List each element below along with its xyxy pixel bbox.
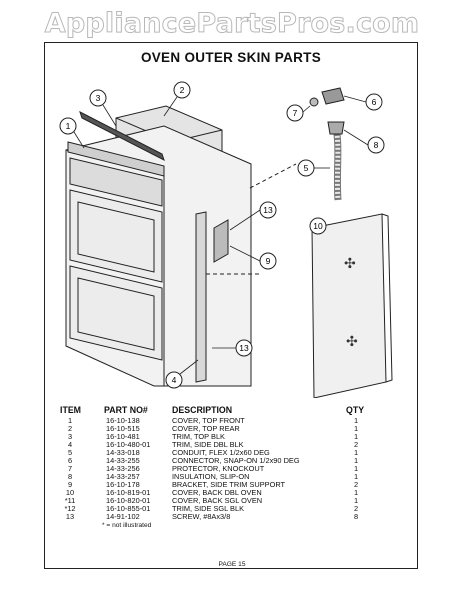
svg-text:✣: ✣	[346, 333, 358, 349]
cell-desc: SCREW, #8Ax3/8	[172, 512, 231, 521]
cell-item: 9	[67, 480, 73, 489]
callout-label: 2	[180, 85, 185, 95]
cell-qty: 1	[354, 448, 359, 457]
cell-desc: INSULATION, SLIP-ON	[172, 472, 250, 481]
callout-4	[165, 371, 183, 389]
cell-part: 14-33-255	[106, 456, 140, 465]
cell-part: 16-10-855-01	[106, 504, 151, 513]
callout-2	[173, 81, 191, 99]
cell-desc: TRIM, SIDE SGL BLK	[172, 504, 245, 513]
cell-part: 16-10-820-01	[106, 496, 151, 505]
cell-item: *11	[64, 496, 76, 505]
exploded-parts-diagram: ✣ ✣ 1 2 3 4 5 6 7 8 9	[59, 81, 393, 398]
callout-label: 4	[172, 375, 177, 385]
cell-part: 16-10-178	[106, 480, 140, 489]
header-qty: QTY	[346, 405, 365, 415]
svg-text:✣: ✣	[344, 255, 356, 271]
callout-label: 13	[263, 205, 273, 215]
cell-item: 5	[67, 448, 73, 457]
callout-label: 5	[304, 163, 309, 173]
cell-part: 14-33-257	[106, 472, 140, 481]
cell-desc: COVER, BACK SGL OVEN	[172, 496, 263, 505]
header-part: PART NO#	[104, 405, 148, 415]
page-title: OVEN OUTER SKIN PARTS	[140, 50, 322, 65]
cell-qty: 1	[354, 488, 359, 497]
cell-qty: 2	[354, 504, 359, 513]
callout-label: 7	[293, 108, 298, 118]
cell-desc: COVER, TOP REAR	[172, 424, 240, 433]
cell-qty: 1	[354, 464, 359, 473]
cell-item: 2	[67, 424, 73, 433]
cell-item: 8	[67, 472, 73, 481]
cell-part: 14-33-256	[106, 464, 140, 473]
cell-qty: 1	[354, 496, 359, 505]
callout-7	[286, 104, 304, 122]
callout-10	[309, 217, 327, 235]
cell-part: 16-10-481	[106, 432, 140, 441]
cell-desc: BRACKET, SIDE TRIM SUPPORT	[172, 480, 286, 489]
cell-part: 16-10-138	[106, 416, 140, 425]
cell-desc: PROTECTOR, KNOCKOUT	[172, 464, 265, 473]
header-desc: DESCRIPTION	[172, 405, 233, 415]
callout-label: 9	[266, 256, 271, 266]
cell-desc: TRIM, TOP BLK	[172, 432, 225, 441]
cell-item: 13	[65, 512, 75, 521]
watermark-logo: AppliancePartsPros.com	[44, 8, 420, 40]
page-number: PAGE 15	[218, 561, 246, 568]
footnote: * = not illustrated	[102, 522, 152, 529]
cell-qty: 8	[354, 512, 359, 521]
callout-1	[59, 117, 77, 135]
header-item: ITEM	[60, 405, 82, 415]
cell-item: 6	[67, 456, 73, 465]
cell-item: 10	[65, 488, 75, 497]
cell-part: 16-10-480-01	[106, 440, 151, 449]
cell-item: 3	[67, 432, 73, 441]
callout-label: 13	[239, 343, 249, 353]
cell-qty: 1	[354, 472, 359, 481]
cell-qty: 1	[354, 432, 359, 441]
cell-part: 14-91-102	[106, 512, 140, 521]
callout-label: 8	[374, 140, 379, 150]
cell-desc: CONNECTOR, SNAP-ON 1/2x90 DEG	[172, 456, 300, 465]
cell-part: 14-33-018	[106, 448, 140, 457]
cell-qty: 1	[354, 456, 359, 465]
cell-desc: CONDUIT, FLEX 1/2x60 DEG	[172, 448, 270, 457]
cell-part: 16-10-515	[106, 424, 140, 433]
cell-qty: 2	[354, 480, 359, 489]
cell-desc: TRIM, SIDE DBL BLK	[172, 440, 244, 449]
page-frame	[44, 42, 418, 569]
cell-qty: 1	[354, 416, 359, 425]
cell-part: 16-10-819-01	[106, 488, 151, 497]
cell-item: *12	[64, 504, 76, 513]
cell-qty: 1	[354, 424, 359, 433]
cell-item: 1	[67, 416, 73, 425]
cell-desc: COVER, TOP FRONT	[172, 416, 245, 425]
cell-qty: 2	[354, 440, 359, 449]
callout-label: 3	[96, 93, 101, 103]
callout-label: 1	[66, 121, 71, 131]
callout-label: 10	[313, 221, 323, 231]
cell-item: 4	[67, 440, 73, 449]
cell-item: 7	[67, 464, 73, 473]
callout-label: 6	[372, 97, 377, 107]
callout-3	[89, 89, 107, 107]
cell-desc: COVER, BACK DBL OVEN	[172, 488, 262, 497]
